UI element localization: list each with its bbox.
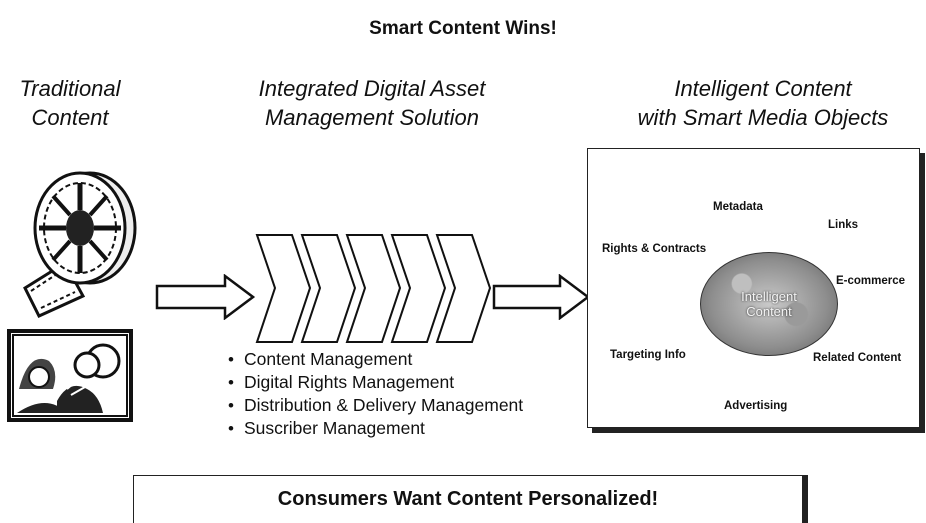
label-targeting-info: Targeting Info [610, 349, 686, 361]
right-flow-arrow [492, 274, 591, 320]
integrated-solution-heading: Integrated Digital Asset Management Solu… [258, 76, 486, 130]
smart-media-panel: Metadata Links Rights & Contracts E-comm… [587, 148, 920, 428]
intelligent-content-heading: Intelligent Content with Smart Media Obj… [637, 76, 889, 130]
label-metadata: Metadata [713, 201, 763, 213]
bullet-item: Distribution & Delivery Management [228, 394, 523, 417]
bullet-item: Digital Rights Management [228, 371, 523, 394]
label-advertising: Advertising [724, 400, 788, 412]
label-ecommerce: E-commerce [836, 275, 906, 287]
label-related-content: Related Content [813, 352, 902, 364]
bullet-item: Suscriber Management [228, 417, 523, 440]
diagram-title: Smart Content Wins! [369, 18, 557, 39]
traditional-content-heading: Traditional Content [19, 76, 121, 130]
footer-callout: Consumers Want Content Personalized! [133, 475, 803, 523]
label-links: Links [828, 219, 859, 231]
film-reel-icon [23, 171, 137, 318]
intelligent-content-disc: Intelligent Content [700, 252, 838, 356]
label-rights-contracts: Rights & Contracts [602, 243, 707, 255]
comic-image-icon [7, 329, 133, 422]
chevron-process-icon [255, 234, 492, 343]
solution-bullet-list: Content Management Digital Rights Manage… [228, 348, 523, 440]
bullet-item: Content Management [228, 348, 523, 371]
left-flow-arrow [155, 274, 256, 320]
